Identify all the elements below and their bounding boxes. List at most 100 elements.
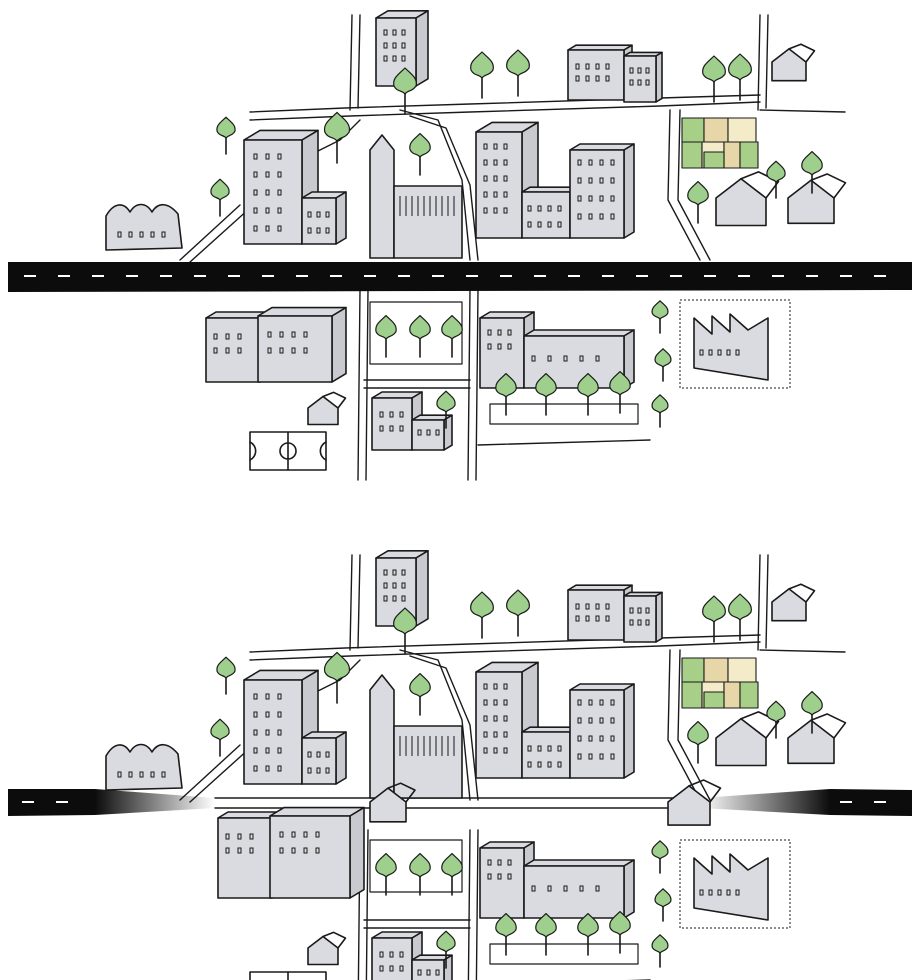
tree-icon <box>702 55 726 103</box>
building-icon <box>569 143 635 239</box>
street-line <box>667 109 701 261</box>
tree-icon <box>393 67 417 115</box>
panel-before <box>8 10 912 481</box>
street-line <box>249 101 761 121</box>
tree-icon <box>495 373 517 416</box>
plaza-strip <box>489 403 639 425</box>
tree-icon <box>375 315 397 358</box>
tree-icon <box>506 49 530 97</box>
tree-icon <box>801 691 823 734</box>
warehouse-icon <box>105 743 183 791</box>
tree-icon <box>535 373 557 416</box>
tree-icon <box>766 700 786 739</box>
football-pitch-icon <box>249 431 327 471</box>
street-line <box>399 649 471 801</box>
tree-icon <box>441 315 463 358</box>
street-line <box>365 829 369 980</box>
street-line <box>759 649 846 653</box>
panel-after <box>8 550 912 980</box>
tree-icon <box>651 840 669 874</box>
street-line <box>467 289 471 481</box>
street-line <box>189 747 251 803</box>
house-icon <box>771 43 816 82</box>
tree-icon <box>409 853 431 896</box>
street-line <box>179 744 241 801</box>
building-icon <box>411 954 453 980</box>
warehouse-icon <box>105 203 183 251</box>
factory-icon <box>679 839 791 929</box>
street-line <box>757 554 761 651</box>
tree-icon <box>702 595 726 643</box>
street-line <box>357 554 361 649</box>
house-icon <box>369 782 416 823</box>
tree-icon <box>728 53 752 101</box>
tree-icon <box>470 591 494 639</box>
tree-icon <box>609 371 631 414</box>
house-icon <box>787 713 847 765</box>
street-line <box>365 289 369 481</box>
street-line <box>467 829 471 980</box>
tree-icon <box>216 656 236 695</box>
tree-icon <box>441 853 463 896</box>
street-line <box>249 94 761 113</box>
building-icon <box>623 51 663 103</box>
street-line <box>357 14 361 109</box>
tree-icon <box>687 181 709 224</box>
plaza-strip <box>489 943 639 965</box>
street-line <box>179 204 241 261</box>
building-icon <box>301 191 347 245</box>
street-line <box>249 634 761 653</box>
house-icon <box>771 583 816 622</box>
building-icon <box>523 859 635 919</box>
street-line <box>409 655 479 801</box>
tree-icon <box>506 589 530 637</box>
tree-icon <box>409 133 431 176</box>
tree-icon <box>801 151 823 194</box>
tree-icon <box>495 913 517 956</box>
tree-icon <box>323 651 351 704</box>
tree-icon <box>609 911 631 954</box>
tree-icon <box>436 390 456 429</box>
building-icon <box>269 806 365 899</box>
tree-icon <box>409 673 431 716</box>
tree-icon <box>535 913 557 956</box>
street-line <box>189 207 251 263</box>
street-line <box>409 115 479 261</box>
tree-icon <box>728 593 752 641</box>
park-block <box>369 301 463 365</box>
garden-plots-icon <box>681 117 759 169</box>
road <box>8 789 912 816</box>
tree-icon <box>654 888 672 922</box>
street-line <box>399 109 471 261</box>
tree-icon <box>577 913 599 956</box>
street-line <box>759 109 846 113</box>
church-icon <box>369 674 463 799</box>
street-line <box>349 554 353 651</box>
tree-icon <box>375 853 397 896</box>
street-line <box>477 439 651 446</box>
tree-icon <box>210 718 230 757</box>
tree-icon <box>216 116 236 155</box>
street-line <box>349 14 353 111</box>
street-line <box>757 14 761 111</box>
building-icon <box>567 44 633 101</box>
building-icon <box>623 591 663 643</box>
garden-plots-icon <box>681 657 759 709</box>
tree-icon <box>577 373 599 416</box>
tree-icon <box>210 178 230 217</box>
street-line <box>667 649 701 801</box>
tree-icon <box>651 394 669 428</box>
tree-icon <box>409 315 431 358</box>
tree-icon <box>393 607 417 655</box>
street-line <box>677 109 711 261</box>
house-icon <box>715 171 780 227</box>
tree-icon <box>470 51 494 99</box>
tree-icon <box>766 160 786 199</box>
house-icon <box>715 711 780 767</box>
house-icon <box>307 391 347 426</box>
building-icon <box>479 841 535 919</box>
street-line <box>677 649 711 801</box>
building-icon <box>567 584 633 641</box>
